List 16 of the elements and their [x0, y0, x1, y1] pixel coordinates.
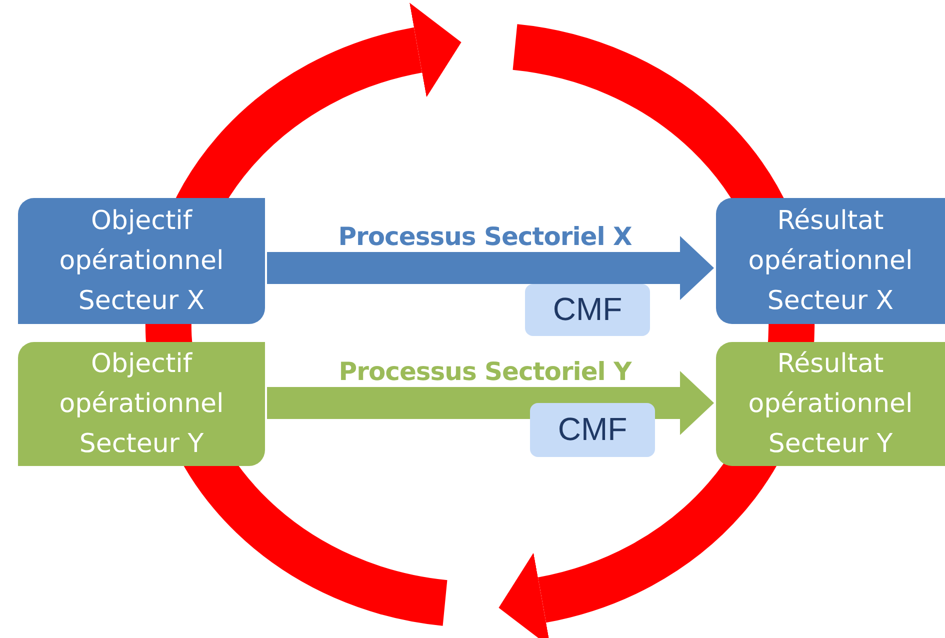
- edge-label: Processus Sectoriel Y: [338, 357, 632, 386]
- box-label: CMF: [556, 410, 628, 450]
- process-box: [716, 198, 945, 324]
- process-box: [18, 198, 265, 324]
- arrow: [267, 236, 714, 300]
- box-label: Objectif opérationnel Secteur X: [58, 204, 225, 318]
- box-label: Résultat opérationnel Secteur X: [747, 204, 914, 318]
- edge-label: Processus Sectoriel X: [338, 222, 632, 251]
- box-label: CMF: [552, 290, 624, 330]
- process-box: [18, 342, 265, 466]
- arrow: [267, 371, 714, 435]
- process-box: [716, 342, 945, 466]
- box-label: Objectif opérationnel Secteur Y: [58, 348, 225, 462]
- tag-box: [530, 403, 655, 457]
- tag-box: [525, 284, 650, 336]
- box-label: Résultat opérationnel Secteur Y: [747, 348, 914, 462]
